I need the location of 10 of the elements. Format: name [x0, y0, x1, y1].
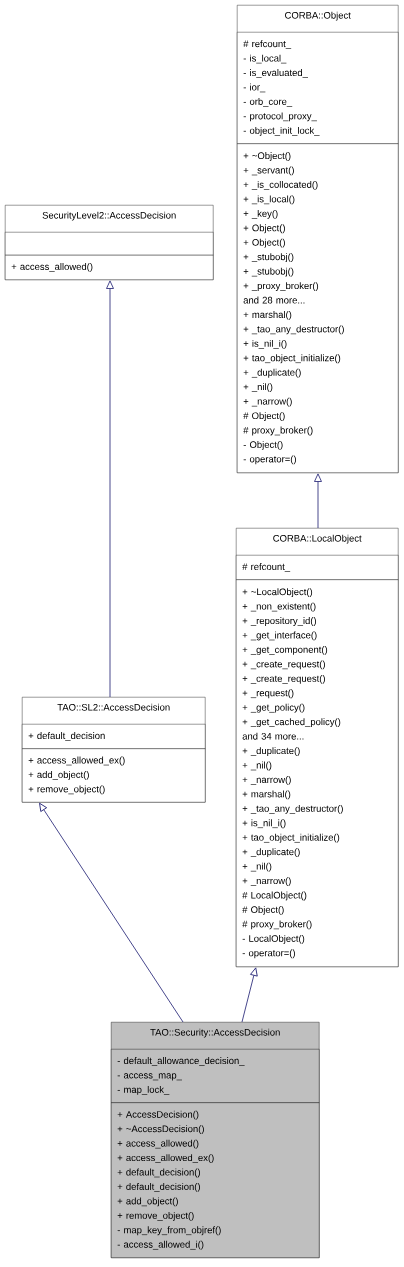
attribute-compartment: # refcount_ - is_local_ - is_evaluated_ - ior_ - orb_core_ - protocol_proxy_ - object_init_lock_	[237, 32, 399, 144]
attribute-compartment: # refcount_	[236, 555, 399, 580]
method-compartment: + access_allowed()	[5, 255, 214, 280]
inheritance-arrow	[241, 967, 258, 1023]
inheritance-arrow	[39, 802, 184, 1023]
attribute-compartment: - default_allowance_decision_ - access_map_ - map_lock_	[111, 1049, 320, 1103]
inheritance-arrow	[314, 473, 322, 529]
attribute-compartment: + default_decision	[22, 724, 206, 749]
attribute-compartment	[5, 232, 214, 256]
inheritance-arrow	[106, 280, 114, 698]
